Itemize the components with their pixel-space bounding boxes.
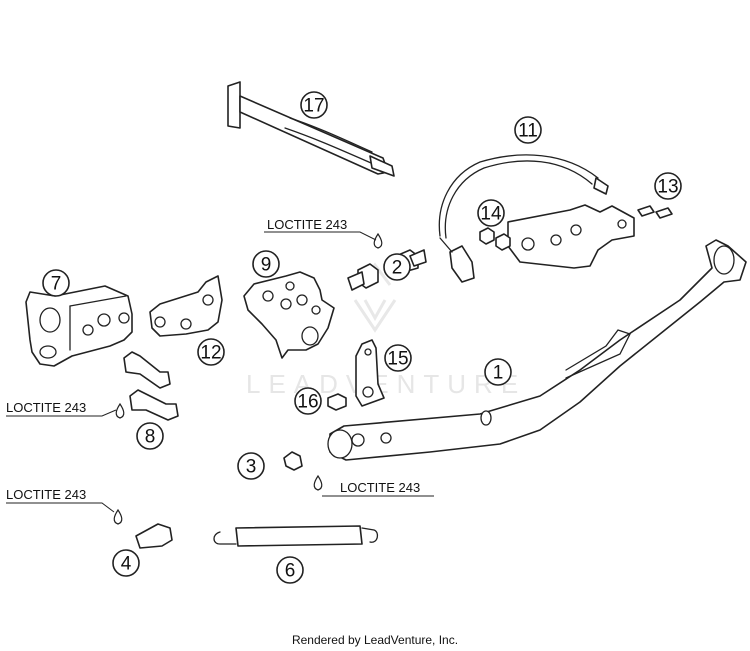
loctite-note-4: LOCTITE 243 (6, 487, 115, 513)
callout-3: 3 (237, 452, 265, 480)
part-14-nuts (479, 227, 511, 251)
callout-1: 1 (484, 358, 512, 386)
callout-4: 4 (112, 549, 140, 577)
part-13-switch-bracket (507, 204, 673, 269)
part-6-spring (213, 525, 379, 547)
callout-label-7: 7 (51, 274, 62, 295)
part-16-bolt (327, 393, 347, 411)
note-text-loctite-8: LOCTITE 243 (6, 400, 86, 415)
callout-8: 8 (136, 422, 164, 450)
part-7-bracket (25, 285, 133, 367)
footer-credit: Rendered by LeadVenture, Inc. (292, 633, 458, 647)
callout-label-1: 1 (493, 363, 504, 384)
callout-label-4: 4 (121, 554, 132, 575)
callout-label-12: 12 (200, 343, 221, 364)
callout-label-14: 14 (480, 204, 502, 225)
callout-11: 11 (514, 116, 542, 144)
part-1-side-stand (327, 239, 747, 461)
callout-9: 9 (252, 250, 280, 278)
callout-15: 15 (384, 344, 412, 372)
part-15-plate (355, 339, 385, 407)
callout-12: 12 (197, 338, 225, 366)
loctite-note-8: LOCTITE 243 (6, 400, 117, 417)
loctite-drop-8 (115, 402, 125, 419)
part-3-bushing (283, 451, 303, 471)
callout-label-3: 3 (246, 457, 257, 478)
part-8-bolts (123, 351, 179, 421)
callout-label-13: 13 (657, 177, 678, 198)
callout-17: 17 (300, 91, 328, 119)
part-17-bolt (227, 81, 395, 177)
loctite-note-2: LOCTITE 243 (264, 217, 377, 241)
callout-label-6: 6 (285, 561, 296, 582)
callout-label-2: 2 (392, 258, 403, 279)
callout-2: 2 (383, 253, 411, 281)
callout-label-17: 17 (303, 96, 324, 117)
note-text-loctite-3: LOCTITE 243 (340, 480, 420, 495)
callout-label-15: 15 (387, 349, 408, 370)
callout-13: 13 (654, 172, 682, 200)
callout-label-16: 16 (297, 392, 318, 413)
callout-label-9: 9 (261, 255, 272, 276)
callout-16: 16 (294, 387, 322, 415)
part-11-switch-cable (438, 154, 609, 283)
callout-label-11: 11 (518, 121, 538, 142)
callout-label-8: 8 (145, 427, 156, 448)
callout-14: 14 (477, 199, 505, 227)
loctite-note-3: LOCTITE 243 (322, 480, 434, 497)
loctite-drop-4 (113, 508, 123, 525)
loctite-drop-3 (313, 474, 323, 491)
part-4-bolt (135, 523, 173, 549)
callout-7: 7 (42, 269, 70, 297)
watermark-text: LEADVENTURE (246, 369, 526, 399)
loctite-drop-2 (373, 232, 383, 249)
note-text-loctite-4: LOCTITE 243 (6, 487, 86, 502)
callout-6: 6 (276, 556, 304, 584)
part-12-bracket (149, 275, 223, 337)
part-9-plate (243, 271, 335, 359)
note-text-loctite-2: LOCTITE 243 (267, 217, 347, 232)
